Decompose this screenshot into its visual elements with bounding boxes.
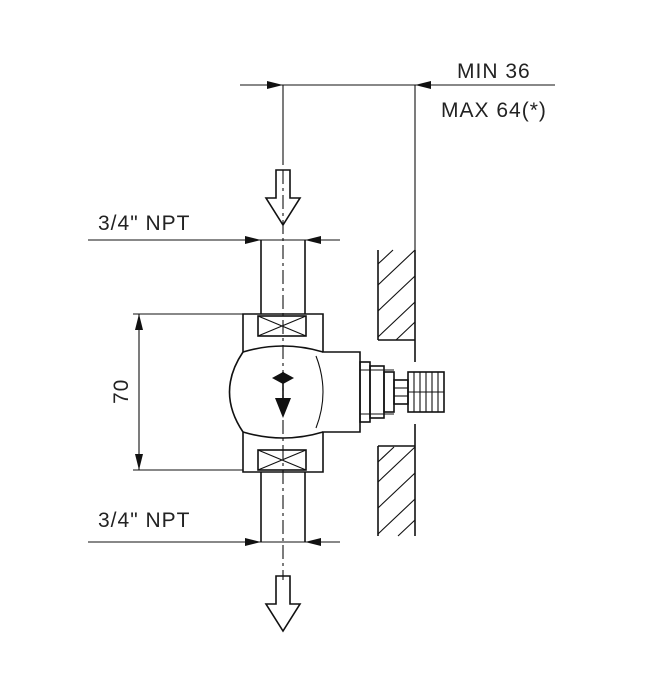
outlet-arrow-icon (264, 575, 302, 633)
height-dimension: 70 (110, 313, 243, 471)
wall-section (377, 249, 416, 537)
outlet-pipe: 3/4" NPT (88, 472, 340, 546)
inlet-arrow-icon (264, 169, 302, 227)
wall-max-label: MAX 64(*) (441, 99, 547, 122)
flow-arrow-icon (272, 372, 294, 418)
valve-spindle (359, 361, 409, 423)
wall-distance-dimension: MIN 36 MAX 64(*) (240, 60, 555, 250)
inlet-pipe: 3/4" NPT (88, 212, 340, 314)
wall-min-label: MIN 36 (457, 60, 531, 83)
outlet-thread-label: 3/4" NPT (98, 509, 190, 532)
inlet-thread-label: 3/4" NPT (98, 212, 190, 235)
height-label: 70 (110, 379, 133, 404)
valve-knob (407, 371, 445, 413)
valve-body (228, 313, 361, 473)
